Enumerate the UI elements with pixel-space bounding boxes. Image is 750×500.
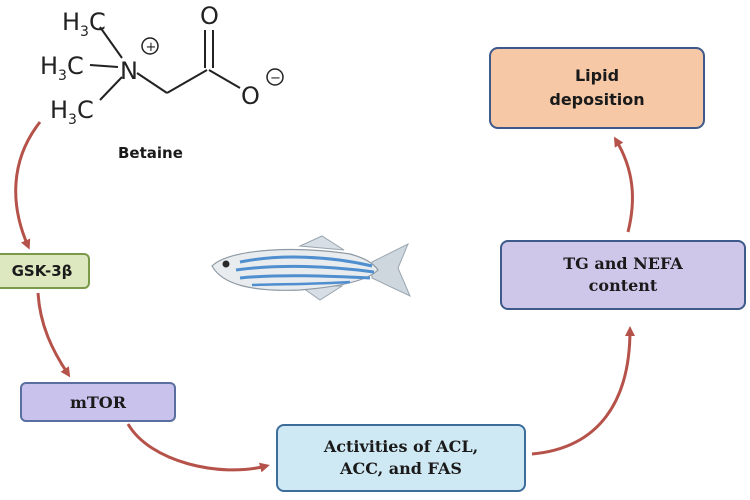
zebrafish-icon: [211, 235, 411, 301]
mtor-label: mTOR: [69, 392, 127, 412]
betaine-structure: H3C H3C H3C N + O O −: [40, 2, 284, 128]
negative-charge-circle: [266, 68, 284, 86]
bonds: [89, 26, 241, 101]
betaine-label: Betaine: [118, 144, 183, 162]
arrow-mtor-to-enzymes: [126, 423, 270, 473]
fish-stripe-1: [239, 255, 373, 268]
methyl-top: H3C: [62, 8, 106, 40]
arrow-gsk-to-mtor: [36, 292, 71, 378]
fish-caudal-fin: [371, 242, 411, 298]
arrow-tg-to-lipid: [613, 136, 634, 233]
arrow-enzymes-to-tg: [531, 326, 635, 456]
oxygen-single: O: [241, 82, 260, 110]
methyl-middle: H3C: [40, 52, 84, 84]
nitrogen-atom: N: [120, 57, 138, 85]
lipid-deposition-label: Lipid deposition: [549, 66, 645, 109]
arrow-betaine-to-gsk: [14, 121, 42, 250]
positive-charge-sign: +: [146, 40, 157, 55]
enzymes-label: Activities of ACL, ACC, and FAS: [323, 437, 479, 478]
flow-arrows: [14, 121, 635, 473]
gsk3b-label: GSK-3β: [11, 262, 73, 280]
negative-charge-sign: −: [270, 71, 281, 86]
fish-stripe-4: [251, 280, 351, 287]
tg-nefa-node: TG and NEFA content: [500, 240, 746, 310]
positive-charge-circle: [141, 37, 159, 55]
gsk3b-node: GSK-3β: [0, 253, 90, 289]
methyl-bottom: H3C: [50, 96, 94, 128]
tg-nefa-label: TG and NEFA content: [563, 254, 683, 295]
mtor-node: mTOR: [20, 382, 176, 422]
fish-stripe-2: [235, 264, 375, 274]
enzymes-node: Activities of ACL, ACC, and FAS: [276, 424, 526, 492]
oxygen-double: O: [200, 2, 219, 30]
fish-eye: [222, 260, 230, 268]
fish-stripe-3: [239, 274, 371, 280]
fish-dorsal-fin: [298, 235, 345, 251]
lipid-deposition-node: Lipid deposition: [489, 47, 705, 129]
